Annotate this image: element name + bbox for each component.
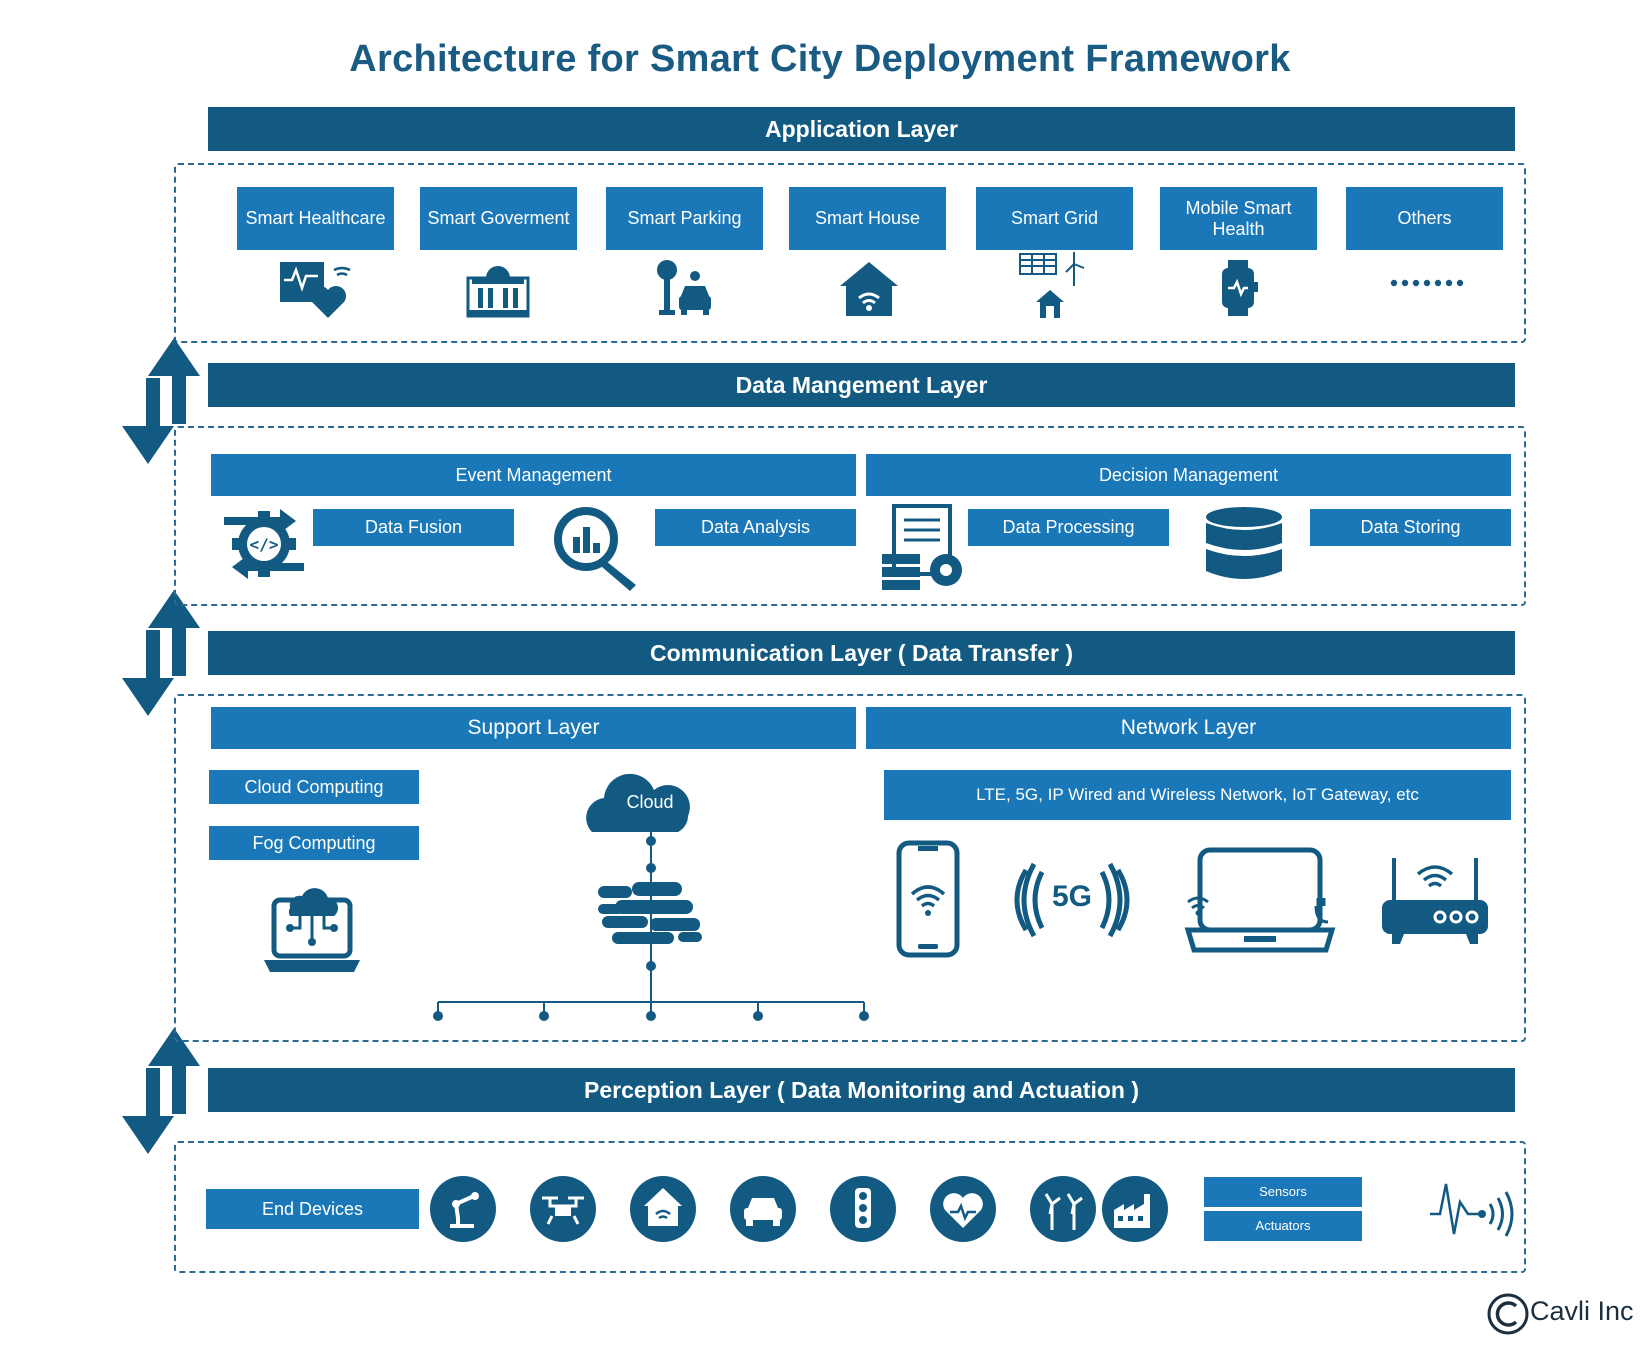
database-icon xyxy=(1206,507,1282,579)
network-layer-header: Network Layer xyxy=(866,707,1511,749)
data-fusion-box[interactable]: Data Fusion xyxy=(313,509,514,546)
perception-layer-panel xyxy=(174,1141,1526,1273)
ellipsis-icon xyxy=(1390,279,1464,287)
communication-layer-panel xyxy=(174,694,1526,1042)
communication-layer-band: Communication Layer ( Data Transfer ) xyxy=(208,631,1515,675)
copyright-icon xyxy=(1487,1293,1529,1335)
page-title: Architecture for Smart City Deployment F… xyxy=(349,38,1291,80)
sensors-box[interactable]: Sensors xyxy=(1204,1177,1362,1207)
svg-text:</>: </> xyxy=(250,535,279,554)
cloud-laptop-icon xyxy=(264,888,360,972)
5g-signal-icon xyxy=(1014,862,1130,938)
data-management-layer-band: Data Mangement Layer xyxy=(208,363,1515,407)
data-storing-box[interactable]: Data Storing xyxy=(1310,509,1511,546)
parking-icon xyxy=(657,260,711,315)
cloud-label: Cloud xyxy=(626,792,674,812)
app-smart-healthcare[interactable]: Smart Healthcare xyxy=(237,187,394,250)
laptop-icon xyxy=(1184,847,1336,953)
end-device-icons xyxy=(430,1176,1096,1242)
app-smart-house[interactable]: Smart House xyxy=(789,187,946,250)
app-smart-parking[interactable]: Smart Parking xyxy=(606,187,763,250)
decision-management-header: Decision Management xyxy=(866,454,1511,496)
5g-label: 5G xyxy=(1051,880,1093,913)
app-mobile-smart-health[interactable]: Mobile Smart Health xyxy=(1160,187,1317,250)
magnifier-analytics-icon xyxy=(554,507,636,591)
heart-rate-icon xyxy=(930,1176,996,1242)
network-description-box: LTE, 5G, IP Wired and Wireless Network, … xyxy=(884,770,1511,820)
smartwatch-icon xyxy=(1222,260,1258,316)
wind-turbine-icon xyxy=(1030,1176,1096,1242)
application-layer-band: Application Layer xyxy=(208,107,1515,151)
healthcare-monitor-icon xyxy=(280,262,351,318)
smart-home-icon xyxy=(630,1176,696,1242)
app-smart-grid[interactable]: Smart Grid xyxy=(976,187,1133,250)
drone-icon xyxy=(530,1176,596,1242)
traffic-light-icon xyxy=(830,1176,896,1242)
support-layer-header: Support Layer xyxy=(211,707,856,749)
server-document-icon xyxy=(882,504,962,590)
router-icon xyxy=(1382,858,1488,944)
smart-grid-icon xyxy=(1019,252,1085,318)
smart-house-icon xyxy=(840,262,898,316)
perception-layer-band: Perception Layer ( Data Monitoring and A… xyxy=(208,1068,1515,1112)
robot-arm-icon xyxy=(430,1176,496,1242)
event-management-header: Event Management xyxy=(211,454,856,496)
app-smart-government[interactable]: Smart Goverment xyxy=(420,187,577,250)
code-gear-icon: </> xyxy=(224,509,304,579)
app-others[interactable]: Others xyxy=(1346,187,1503,250)
cloud-computing-box[interactable]: Cloud Computing xyxy=(209,770,419,804)
smartphone-icon xyxy=(896,840,960,958)
actuators-box[interactable]: Actuators xyxy=(1204,1211,1362,1241)
government-building-icon xyxy=(466,266,530,318)
cloud-fog-network-diagram xyxy=(433,773,869,1021)
data-management-layer-panel xyxy=(174,426,1526,606)
bidirectional-arrow-icon xyxy=(122,590,200,716)
bidirectional-arrow-icon xyxy=(122,1028,200,1154)
car-icon xyxy=(730,1176,796,1242)
fog-computing-box[interactable]: Fog Computing xyxy=(209,826,419,860)
end-devices-box[interactable]: End Devices xyxy=(206,1189,419,1229)
factory-icon xyxy=(1102,1176,1168,1242)
bidirectional-arrow-icon xyxy=(122,338,200,464)
application-layer-panel xyxy=(174,163,1526,343)
data-analysis-box[interactable]: Data Analysis xyxy=(655,509,856,546)
sensor-signal-icon xyxy=(1430,1183,1514,1237)
data-processing-box[interactable]: Data Processing xyxy=(968,509,1169,546)
brand-label: Cavli Inc xyxy=(1530,1296,1634,1326)
